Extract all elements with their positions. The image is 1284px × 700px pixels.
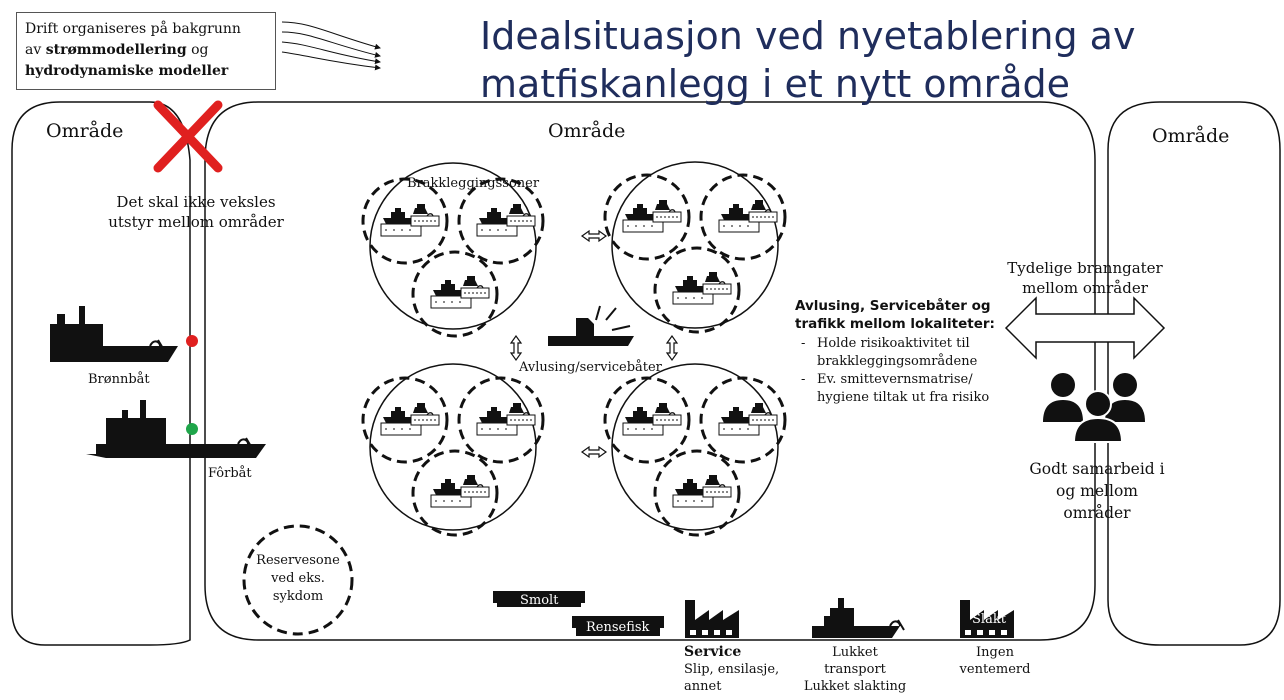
- service-boats-label: Avlusing/servicebåter: [519, 360, 662, 375]
- slaughter-line-1: Ingen: [976, 645, 1014, 660]
- reserve-zone-text: Reservesone ved eks. sykdom: [248, 552, 348, 606]
- drift-line-2-suffix: og: [191, 42, 209, 58]
- area-center-label: Område: [548, 120, 626, 142]
- transport-line-3: Lukket slakting: [803, 679, 907, 694]
- well-boat-label: Brønnbåt: [88, 372, 150, 387]
- factory-icon: [685, 600, 739, 638]
- rensefisk-label: Rensefisk: [586, 620, 650, 635]
- traffic-item-1-line-2: brakkleggingsområdene: [817, 354, 978, 369]
- drift-line-1: Drift organiseres på bakgrunn: [25, 21, 241, 37]
- firebreak-arrow-icon: [1004, 296, 1166, 360]
- double-arrow-icon: [509, 229, 679, 459]
- fallow-zone-top-right: [605, 161, 785, 332]
- reserve-line-1: Reservesone: [256, 553, 340, 568]
- transport-text: Lukket transport Lukket slakting: [800, 644, 910, 695]
- firebreak-text: Tydelige branngater mellom områder: [1000, 258, 1170, 298]
- drift-line-2-prefix: av: [25, 42, 42, 58]
- traffic-item-1-line-1: Holde risikoaktivitet til: [817, 336, 970, 351]
- service-text: Service Slip, ensilasje, annet: [684, 644, 779, 695]
- slaughter-line-2: ventemerd: [959, 662, 1031, 677]
- traffic-item: Holde risikoaktivitet til brakkleggingso…: [801, 335, 1020, 371]
- people-icon: [1043, 373, 1145, 443]
- reserve-line-2: ved eks.: [271, 571, 325, 586]
- firebreak-line-1: Tydelige branngater: [1007, 259, 1163, 277]
- traffic-heading-1: Avlusing, Servicebåter og: [795, 298, 991, 314]
- area-center-outline: [204, 101, 1096, 641]
- firebreak-line-2: mellom områder: [1022, 279, 1148, 297]
- traffic-item: Ev. smittevernsmatrise/ hygiene tiltak u…: [801, 371, 1020, 407]
- drift-info-box: Drift organiseres på bakgrunn av strømmo…: [16, 12, 276, 90]
- transport-boat-icon: [812, 598, 905, 638]
- smolt-label: Smolt: [520, 593, 559, 608]
- traffic-rules: Avlusing, Servicebåter og trafikk mellom…: [795, 297, 1020, 407]
- cooperation-line-3: områder: [1063, 504, 1131, 522]
- cooperation-line-1: Godt samarbeid i: [1029, 460, 1165, 478]
- rensefisk-tag: [572, 616, 664, 636]
- area-right-outline: [1107, 101, 1281, 646]
- transport-line-1: Lukket: [832, 645, 878, 660]
- service-title: Service: [684, 644, 742, 660]
- no-exchange-line-2: utstyr mellom områder: [108, 213, 284, 231]
- drift-line-3-bold: hydrodynamiske modeller: [25, 63, 229, 79]
- traffic-item-2-line-2: hygiene tiltak ut fra risiko: [817, 390, 990, 405]
- no-exchange-text: Det skal ikke veksles utstyr mellom områ…: [96, 192, 296, 232]
- drift-line-2-bold: strømmodellering: [45, 42, 187, 58]
- well-boat-icon: [50, 306, 178, 362]
- area-right-label: Område: [1152, 125, 1230, 147]
- smolt-tag: [493, 591, 585, 607]
- transport-line-2: transport: [824, 662, 886, 677]
- flow-arrows: [281, 21, 381, 71]
- fallow-zones-label: Brakkleggingssoner: [407, 176, 540, 191]
- fallow-zone-bottom-right: [605, 363, 785, 535]
- no-exchange-line-1: Det skal ikke veksles: [116, 193, 276, 211]
- service-line-2: annet: [684, 679, 722, 694]
- cooperation-line-2: og mellom: [1056, 482, 1138, 500]
- slaughter-text: Ingen ventemerd: [940, 644, 1050, 678]
- cooperation-text: Godt samarbeid i og mellom områder: [1012, 458, 1182, 524]
- service-boat-icon: [548, 305, 634, 346]
- traffic-heading-2: trafikk mellom lokaliteter:: [795, 316, 995, 332]
- feed-boat-icon: [86, 400, 266, 458]
- reserve-zone-circle: [242, 524, 354, 636]
- reserve-line-3: sykdom: [272, 589, 324, 604]
- fallow-zone-top-left: [363, 162, 543, 336]
- well-boat-status-dot: [186, 335, 198, 347]
- service-line-1: Slip, ensilasje,: [684, 662, 780, 677]
- area-left-label: Område: [46, 120, 124, 142]
- feed-boat-status-dot: [186, 423, 198, 435]
- no-exchange-cross: [153, 100, 223, 173]
- page-title: Idealsituasjon ved nyetablering av matfi…: [480, 14, 1136, 106]
- feed-boat-label: Fôrbåt: [208, 466, 252, 481]
- slaughter-label: Slakt: [972, 612, 1006, 627]
- traffic-item-2-line-1: Ev. smittevernsmatrise/: [817, 372, 973, 387]
- fallow-zone-bottom-left: [363, 363, 543, 535]
